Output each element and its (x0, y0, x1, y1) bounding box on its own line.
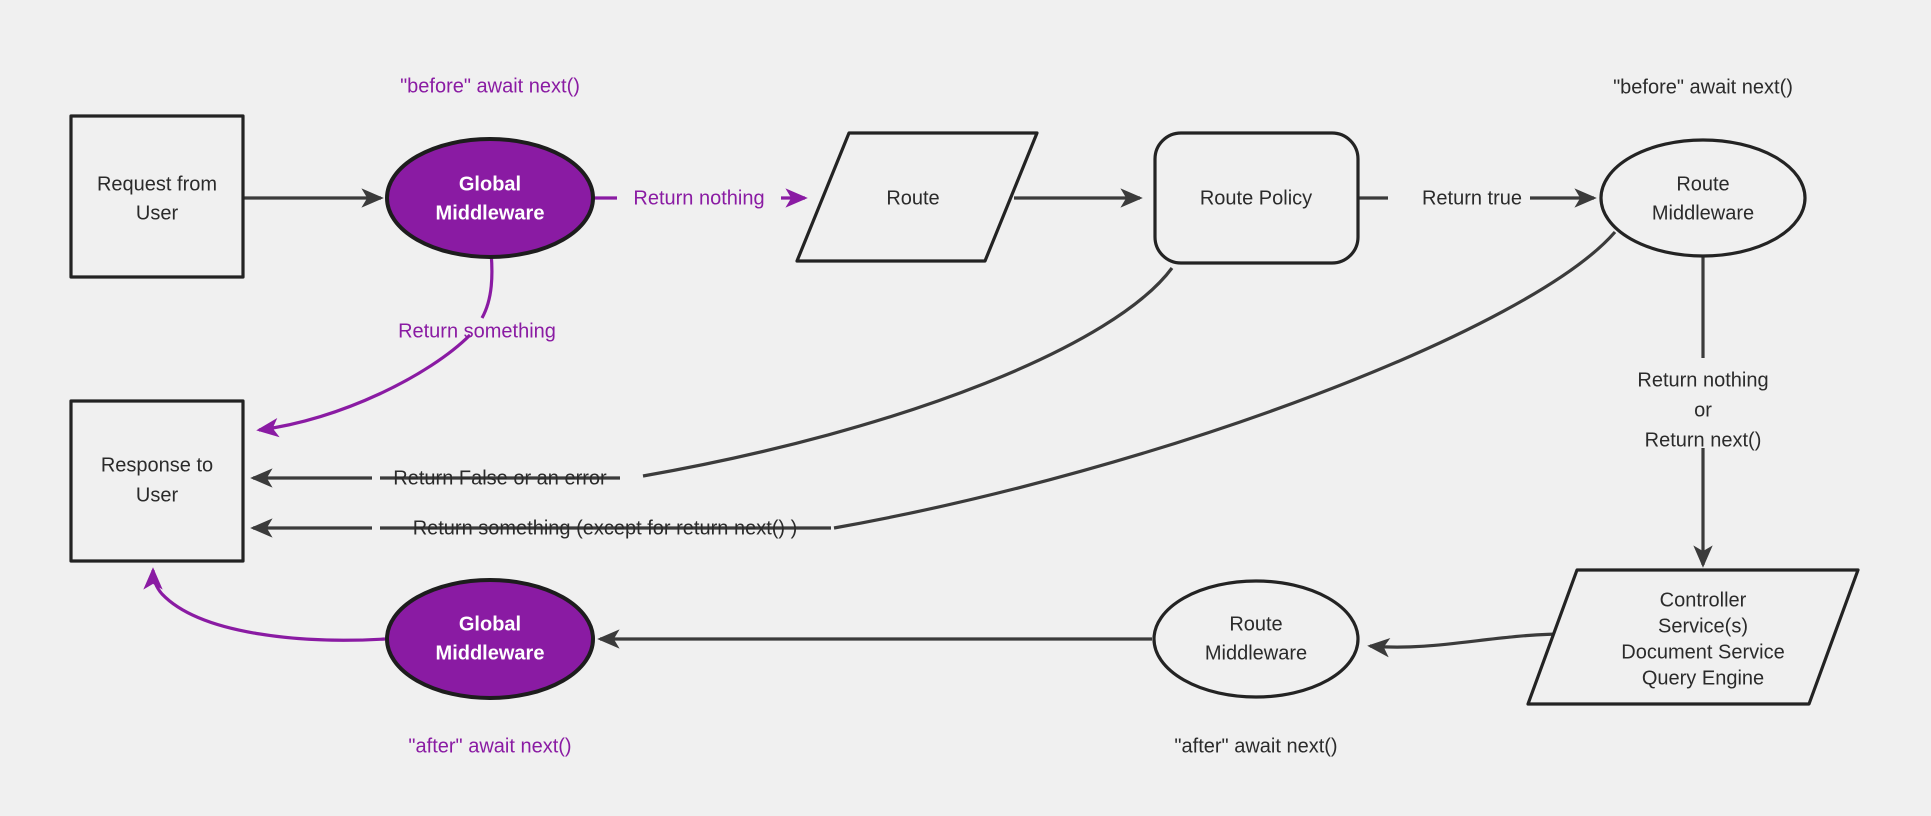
node-route-middleware-bottom[interactable]: Route Middleware (1152, 579, 1360, 699)
node-route[interactable]: Route (795, 131, 1039, 263)
request-from-user-shape (69, 114, 245, 279)
controller-services-shape (1526, 568, 1860, 706)
controller-services-label-line1: Controller (1660, 589, 1747, 611)
node-route-middleware-top[interactable]: Route Middleware (1599, 138, 1807, 258)
request-from-user-label-line1: Request from (97, 173, 217, 195)
route-policy-shape (1153, 131, 1360, 265)
route-middleware-top-label-line2: Middleware (1652, 202, 1754, 224)
global-middleware-bottom-label-line2: Middleware (436, 642, 545, 664)
response-to-user-shape (69, 399, 245, 563)
global-middleware-top-label-line1: Global (459, 173, 521, 195)
edge-label-return-something-except: Return something (except for return next… (413, 517, 798, 539)
edge-label-route-mw-branch-line1: Return nothing (1637, 369, 1768, 391)
global-middleware-top-shape (385, 137, 595, 259)
node-global-middleware-top[interactable]: Global Middleware (385, 137, 595, 259)
route-middleware-top-label-line1: Route (1676, 173, 1729, 195)
edge-label-route-mw-branch-line2: or (1694, 399, 1712, 421)
route-middleware-bottom-label-line2: Middleware (1205, 642, 1307, 664)
edge-label-return-nothing: Return nothing (633, 187, 764, 209)
request-from-user-label-line2: User (136, 202, 179, 224)
controller-services-label-line4: Query Engine (1642, 667, 1764, 689)
annotation-after-await-next-route: "after" await next() (1174, 735, 1337, 757)
edge-controller-to-route-middleware-bottom (1367, 632, 1580, 658)
response-to-user-label-line2: User (136, 484, 179, 506)
response-to-user-label-line1: Response to (101, 454, 213, 476)
node-response-to-user[interactable]: Response to User (69, 399, 245, 563)
edge-global-mw-bottom-to-response (143, 567, 386, 642)
annotation-after-await-next-global: "after" await next() (408, 735, 571, 757)
global-middleware-bottom-shape (385, 578, 595, 700)
route-label: Route (886, 187, 939, 209)
controller-services-label-line2: Service(s) (1658, 615, 1748, 637)
route-policy-label: Route Policy (1200, 187, 1312, 209)
global-middleware-bottom-label-line1: Global (459, 613, 521, 635)
edge-label-return-true: Return true (1422, 187, 1522, 209)
edge-global-middleware-to-response (256, 333, 472, 438)
node-request-from-user[interactable]: Request from User (69, 114, 245, 279)
route-middleware-bottom-shape (1152, 579, 1360, 699)
global-middleware-top-label-line2: Middleware (436, 202, 545, 224)
edge-route-mw-to-response-curve (833, 230, 1617, 530)
node-global-middleware-bottom[interactable]: Global Middleware (385, 578, 595, 700)
edge-label-route-mw-branch-line3: Return next() (1645, 429, 1762, 451)
controller-services-label-line3: Document Service (1621, 641, 1784, 663)
node-route-policy[interactable]: Route Policy (1153, 131, 1360, 265)
route-middleware-top-shape (1599, 138, 1807, 258)
route-middleware-bottom-label-line1: Route (1229, 613, 1282, 635)
node-controller-services[interactable]: Controller Service(s) Document Service Q… (1526, 568, 1860, 706)
edge-route-policy-to-response-curve (642, 267, 1174, 478)
route-shape (795, 131, 1039, 263)
edge-label-return-false-or-error: Return False or an error (393, 467, 607, 489)
annotation-before-await-next-global: "before" await next() (400, 75, 580, 97)
edge-label-return-something: Return something (398, 320, 556, 342)
annotation-before-await-next-route: "before" await next() (1613, 76, 1793, 98)
